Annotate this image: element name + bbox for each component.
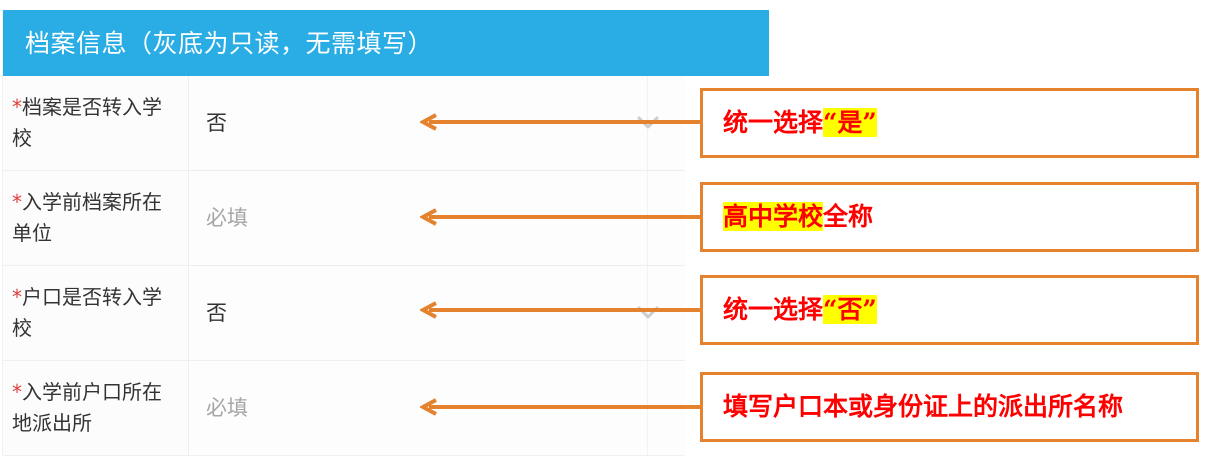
field-label-text: 入学前户口所在地派出所 [12,380,162,435]
required-asterisk: * [12,95,22,119]
annotation-segment: 统一选择 [723,108,824,138]
field-label-text: 入学前档案所在单位 [12,190,162,245]
field-value-cell-police-station[interactable]: 必填 [189,361,685,455]
annotation-box-archive-transfer: 统一选择“是” [700,88,1199,158]
required-asterisk: * [12,190,22,214]
annotation-box-police-station: 填写户口本或身份证上的派出所名称 [700,372,1199,442]
chevron-down-icon[interactable] [637,116,659,130]
annotation-highlight: “否” [823,295,877,325]
annotation-highlight: 高中学校 [723,202,824,232]
required-asterisk: * [12,380,22,404]
form-section-header: 档案信息（灰底为只读，无需填写） [3,10,769,76]
annotation-segment: 全称 [823,202,874,232]
annotation-highlight: “是” [823,108,877,138]
field-label-text: 户口是否转入学校 [12,285,162,340]
field-placeholder: 必填 [206,395,248,420]
field-value-cell-hukou-transfer[interactable]: 否 [189,266,685,360]
table-row: *入学前户口所在地派出所 必填 [3,361,685,456]
field-label-cell: *户口是否转入学校 [3,266,189,360]
annotation-text: 统一选择“否” [703,295,877,325]
field-label-cell: *入学前档案所在单位 [3,171,189,265]
annotation-segment: 填写户口本或身份证上的派出所名称 [723,392,1124,422]
field-value-cell-archive-unit[interactable]: 必填 [189,171,685,265]
annotation-text: 高中学校全称 [703,202,874,232]
field-label-text: 档案是否转入学校 [12,95,162,150]
cell-divider [647,171,648,265]
field-label-cell: *入学前户口所在地派出所 [3,361,189,455]
annotation-box-hukou-transfer: 统一选择“否” [700,275,1199,345]
page-title: 档案信息（灰底为只读，无需填写） [25,28,434,58]
table-row: *档案是否转入学校 否 [3,76,685,171]
annotation-text: 统一选择“是” [703,108,877,138]
table-row: *入学前档案所在单位 必填 [3,171,685,266]
field-value: 否 [206,110,227,135]
cell-divider [647,266,648,360]
field-value-cell-archive-transfer[interactable]: 否 [189,76,685,170]
annotation-box-archive-unit: 高中学校全称 [700,182,1199,252]
required-asterisk: * [12,285,22,309]
field-value: 否 [206,300,227,325]
chevron-down-icon[interactable] [637,306,659,320]
annotation-segment: 统一选择 [723,295,824,325]
field-placeholder: 必填 [206,205,248,230]
field-label: *入学前户口所在地派出所 [12,377,178,439]
field-label: *档案是否转入学校 [12,92,178,154]
field-label-cell: *档案是否转入学校 [3,76,189,170]
field-label: *户口是否转入学校 [12,282,178,344]
table-row: *户口是否转入学校 否 [3,266,685,361]
field-label: *入学前档案所在单位 [12,187,178,249]
annotation-text: 填写户口本或身份证上的派出所名称 [703,393,1123,421]
cell-divider [647,361,648,455]
archive-info-form-table: 档案信息（灰底为只读，无需填写） *档案是否转入学校 否 *入学前档案所在单位 … [2,10,769,456]
